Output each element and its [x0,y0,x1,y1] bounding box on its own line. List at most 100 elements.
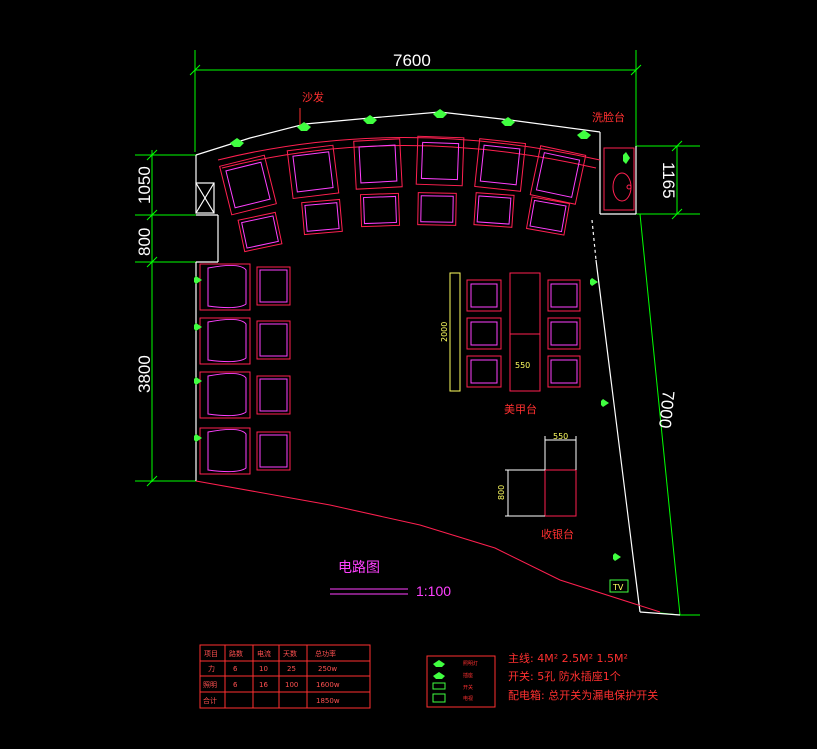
nail-stool [547,317,581,350]
chair [286,144,340,200]
tv-icon [432,693,446,703]
table-cell: 照明 [203,681,217,689]
note-main-line: 主线: 4M² 2.5M² 1.5M² [508,651,628,665]
chair [219,154,277,216]
lamp-markers [194,109,630,561]
legend-notes: 主线: 4M² 2.5M² 1.5M² 开关: 5孔 防水插座1个 配电箱: 总… [508,651,658,702]
footrest [359,192,401,228]
wash-basin [603,147,635,211]
nail-stool [466,355,502,388]
socket-icon [433,672,445,679]
chair [199,263,251,311]
tv-unit: TV [609,579,629,593]
table-header: 项目 [204,650,218,658]
sofa-arc [217,108,601,169]
walls [195,111,681,616]
lamp-icon [433,109,447,118]
room-labels: 沙发 洗脸台 美甲台 收银台 2000 550 550 800 [302,90,625,541]
drawing-title: 电路图 1:100 [330,560,451,599]
scale-label: 1:100 [416,583,451,599]
legend-item: 电视 [463,695,473,702]
table-header: 路数 [229,649,243,658]
power-table [199,644,371,709]
dim-right-diagonal: 7000 [655,390,678,430]
table-cell: 6 [233,665,238,673]
label-wash-basin: 洗脸台 [592,110,625,124]
nail-stool [466,317,502,350]
dimension-texts: 7600 1050 800 3800 1165 7000 [135,51,678,429]
legend-item: 照明灯 [463,660,478,667]
label-cashier: 收银台 [541,527,574,541]
lamp-icon [577,130,591,139]
dim-left-mid: 800 [135,228,154,256]
chair [415,135,465,187]
dim-left-bottom: 3800 [135,355,154,393]
chair [353,138,403,190]
lamp-icon [613,553,621,561]
lamp-icon [194,276,202,284]
lamp-icon [194,434,202,442]
cashier-desk [505,436,577,517]
footrest [417,192,457,226]
dim-right-top: 1165 [659,162,678,199]
chair [199,371,251,419]
floor-edge [195,480,661,613]
table-cell: 250w [318,665,337,673]
nail-stool [547,355,581,388]
footrest [525,196,571,236]
nail-bar [449,272,581,392]
lamp-icon [297,122,311,131]
lamp-icon [623,152,630,164]
table-cell: 100 [285,681,298,689]
label-cashier-depth: 800 [497,485,506,500]
nail-stool [466,279,502,312]
legend-box: 照明灯 插座 开关 电视 [426,655,496,708]
table-cell: 6 [233,681,238,689]
footrest [256,431,291,471]
top-footrests [237,192,571,253]
lamp-icon [194,323,202,331]
lamp-icon [433,660,445,667]
note-switch: 开关: 5孔 防水插座1个 [508,669,621,683]
footrest [256,320,291,360]
table-header: 总功率 [315,649,336,658]
label-cashier-width: 550 [553,432,568,441]
table-cell: 25 [287,665,296,673]
footrest [473,192,515,228]
lamp-icon [230,138,244,147]
lamp-icon [590,278,598,286]
table-cell: 力 [208,664,215,673]
footrest [256,375,291,415]
tv-label: TV [612,583,624,592]
table-cell: 16 [259,681,268,689]
dimension-lines [135,50,700,616]
chair [199,317,251,365]
lamp-icon [601,399,609,407]
left-chairs [199,263,291,475]
lamp-icon [501,117,515,126]
label-sofa: 沙发 [302,90,324,104]
table-cell: 合计 [203,696,217,705]
top-chairs [219,135,587,216]
dim-top-width: 7600 [393,51,431,70]
table-header: 电流 [257,649,271,658]
label-bar-width: 550 [515,361,530,370]
footrest [237,211,283,253]
table-cell: 1600w [316,681,340,689]
label-nail-bar: 美甲台 [504,402,537,416]
note-distribution: 配电箱: 总开关为漏电保护开关 [508,688,658,702]
lamp-icon [194,377,202,385]
chair [199,427,251,475]
table-header: 天数 [283,649,297,658]
footrest [256,266,291,306]
power-table-text: 项目 路数 电流 天数 总功率 力 6 10 25 250w 照明 6 16 1… [203,649,340,705]
lamp-icon [363,115,377,124]
dim-left-top: 1050 [135,166,154,204]
label-bar-height: 2000 [440,322,449,342]
chair [529,145,587,205]
circuit-title: 电路图 [338,560,380,576]
table-cell: 1850w [316,697,340,705]
footrest [301,198,343,236]
table-cell: 10 [259,665,268,673]
